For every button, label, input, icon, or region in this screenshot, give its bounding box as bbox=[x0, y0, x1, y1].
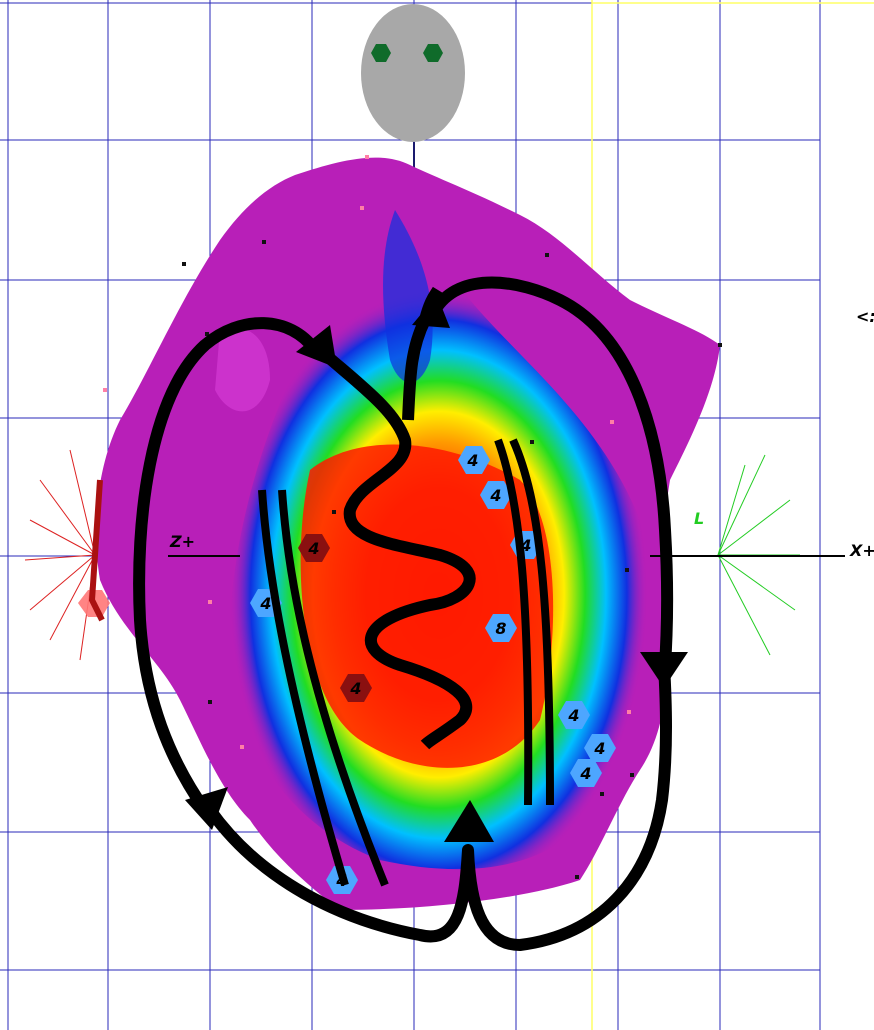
svg-text:4: 4 bbox=[579, 764, 591, 783]
left-loop-arrow bbox=[133, 317, 320, 814]
electrode-point: 4 bbox=[480, 481, 512, 509]
svg-text:4: 4 bbox=[567, 706, 579, 725]
arrowhead-up-top bbox=[412, 295, 450, 328]
left-view-star-icon bbox=[717, 454, 800, 656]
surface-points bbox=[182, 240, 722, 879]
right-line-lesion-outer bbox=[494, 438, 533, 806]
arrowhead-down-left bbox=[185, 787, 228, 830]
arrowhead-up-left bbox=[296, 325, 337, 368]
svg-text:4: 4 bbox=[259, 594, 271, 613]
electrode-markers: 4 4 4 4 4 8 4 4 4 4 4 bbox=[250, 446, 616, 894]
svg-text:8: 8 bbox=[495, 619, 506, 638]
left-orientation-label: L bbox=[694, 509, 704, 528]
electrode-point: 4 bbox=[570, 759, 602, 787]
svg-text:4: 4 bbox=[307, 539, 319, 558]
left-line-lesion-inner bbox=[278, 489, 389, 887]
propagation-arrows bbox=[133, 276, 674, 951]
electrode-point: 4 bbox=[458, 446, 490, 474]
ablation-lines bbox=[258, 438, 554, 887]
electrode-point: 4 bbox=[558, 701, 590, 729]
svg-text:4: 4 bbox=[489, 486, 501, 505]
svg-text:4: 4 bbox=[349, 679, 361, 698]
arrowhead-down-right bbox=[640, 652, 688, 688]
electrode-point: 8 bbox=[485, 614, 517, 642]
edge-cut-text: <: bbox=[856, 307, 874, 326]
right-line-lesion-inner bbox=[509, 438, 554, 806]
svg-text:4: 4 bbox=[466, 451, 478, 470]
electrode-point: 4 bbox=[584, 734, 616, 762]
bottom-loop bbox=[205, 664, 672, 951]
arrow-heads bbox=[185, 295, 688, 842]
cut-edge-left bbox=[88, 479, 105, 622]
right-loop-arrow bbox=[429, 276, 674, 666]
z-axis-label: Z+ bbox=[169, 532, 195, 551]
surface-points-pink bbox=[103, 155, 631, 749]
x-axis-label: X+ bbox=[849, 541, 874, 560]
right-view-star-icon bbox=[24, 449, 96, 661]
left-line-lesion-outer bbox=[258, 489, 349, 887]
electrode-point: 4 bbox=[298, 534, 330, 562]
svg-text:4: 4 bbox=[593, 739, 605, 758]
arrowhead-up-bottom bbox=[444, 800, 494, 842]
septal-channel-arrow bbox=[316, 345, 476, 750]
electrode-point: 4 bbox=[340, 674, 372, 702]
